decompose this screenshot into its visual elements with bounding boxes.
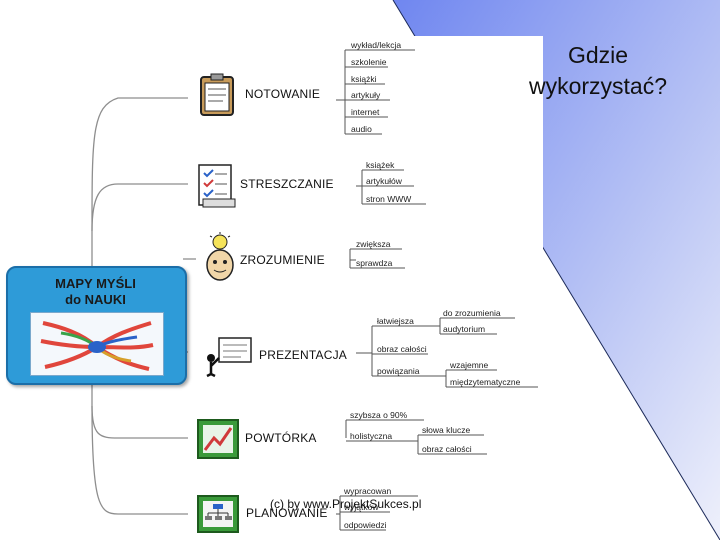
- leaf-slowa-klucze: słowa klucze: [422, 425, 471, 435]
- leaf-latwiejsza: łatwiejsza: [377, 316, 414, 326]
- leaf-holistyczna: holistyczna: [350, 431, 393, 441]
- leaf-wyjatkow: wyjątków: [344, 502, 379, 512]
- leaf-ksiazek: książek: [366, 160, 395, 170]
- leaf-miedzytematyczne: międzytematyczne: [450, 377, 521, 387]
- leaf-szybsza: szybsza o 90%: [350, 410, 408, 420]
- lightbulb-head-icon: [206, 232, 234, 281]
- leaf-obraz-calosci-2: obraz całości: [422, 444, 472, 454]
- central-topic-line1: MAPY MYŚLI: [55, 276, 136, 291]
- plan-icon: [197, 495, 239, 533]
- leaf-powiazania: powiązania: [377, 366, 420, 376]
- branch-planowanie: PLANOWANIE: [246, 506, 328, 520]
- leaf-artykuly: artykuły: [351, 90, 381, 100]
- leaf-ksiazki: książki: [351, 74, 377, 84]
- connector-lines: [91, 49, 538, 531]
- branch-powtorka: POWTÓRKA: [245, 431, 317, 445]
- leaf-odpowiedzi: odpowiedzi: [344, 520, 387, 530]
- branch-streszczanie: STRESZCZANIE: [240, 177, 334, 191]
- central-topic-line2: do NAUKI: [65, 292, 126, 307]
- mind-map-image: MAPY MYŚLI do NAUKI NOTOWANIE wykład/lek…: [0, 36, 543, 540]
- mind-map-thumbnail-icon: [30, 312, 164, 376]
- slide-title-line2: wykorzystać?: [528, 73, 668, 99]
- leaf-szkolenie: szkolenie: [351, 57, 387, 67]
- leaf-stron-www: stron WWW: [366, 194, 412, 204]
- clipboard-icon: [200, 73, 234, 116]
- branch-zrozumienie: ZROZUMIENIE: [240, 253, 325, 267]
- leaf-wypracowan: wypracowan: [344, 486, 392, 496]
- presenter-icon: [206, 337, 252, 378]
- central-topic: MAPY MYŚLI do NAUKI: [6, 266, 187, 385]
- leaf-do-zrozumienia: do zrozumienia: [443, 308, 501, 318]
- slide-title-line1: Gdzie: [567, 42, 629, 68]
- leaf-wyklad: wykład/lekcja: [351, 40, 402, 50]
- leaf-sprawdza: sprawdza: [356, 258, 393, 268]
- leaf-wzajemne: wzajemne: [450, 360, 489, 370]
- leaf-internet: internet: [351, 107, 380, 117]
- leaf-audio: audio: [351, 124, 372, 134]
- document-icon: [198, 164, 236, 208]
- branch-prezentacja: PREZENTACJA: [259, 348, 347, 362]
- slide-title: Gdzie wykorzystać?: [498, 40, 698, 102]
- leaf-audytorium: audytorium: [443, 324, 486, 334]
- copyright-footer: (c) by www.ProjektSukces.pl: [270, 497, 422, 511]
- leaf-zwieksza: zwiększa: [356, 239, 391, 249]
- chart-icon: [197, 419, 239, 459]
- leaf-artykulow: artykułów: [366, 176, 402, 186]
- leaf-obraz-calosci: obraz całości: [377, 344, 427, 354]
- branch-notowanie: NOTOWANIE: [245, 87, 321, 101]
